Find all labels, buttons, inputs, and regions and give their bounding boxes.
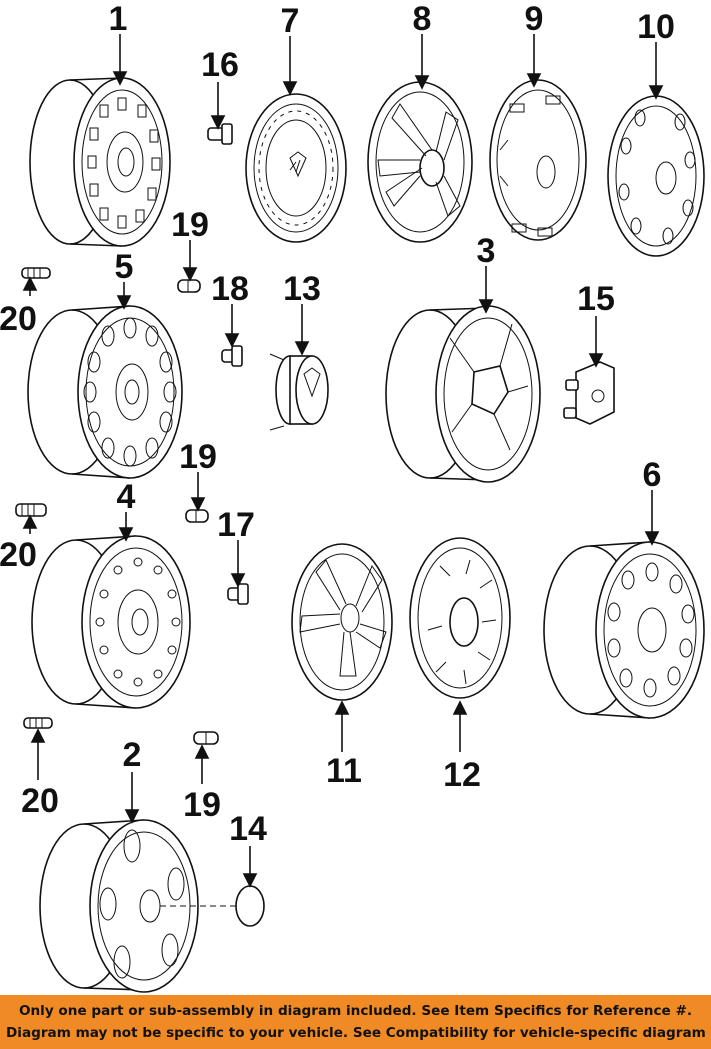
callout-3: 3 [477, 232, 496, 270]
wheel-cover-7 [245, 93, 347, 243]
valve-19-bottom [193, 731, 219, 745]
wheel-cover-10 [607, 95, 705, 257]
valve-19-mid [185, 509, 209, 523]
lug-bolt-20-top [21, 267, 51, 279]
callout-9: 9 [525, 0, 544, 38]
callout-20-top: 20 [0, 300, 37, 338]
callout-numbers: 1 7 8 9 10 16 19 5 20 18 13 3 15 19 4 20… [0, 0, 675, 848]
wheel-2 [39, 819, 236, 993]
lug-bolt-20-mid [15, 503, 47, 517]
disclaimer-banner: Only one part or sub-assembly in diagram… [0, 995, 711, 1049]
callout-5: 5 [115, 248, 134, 286]
callout-4: 4 [117, 478, 136, 516]
callout-13: 13 [283, 270, 321, 308]
callout-19-mid: 19 [179, 438, 217, 476]
callout-20-bottom: 20 [21, 782, 59, 820]
wheel-cover-11 [291, 543, 393, 701]
callout-6: 6 [643, 456, 662, 494]
leader-lines [22, 34, 664, 888]
valve-19-top [177, 279, 201, 293]
callout-19-bottom: 19 [183, 786, 221, 824]
callout-10: 10 [637, 8, 675, 46]
center-cap-13 [269, 353, 329, 431]
wheel-1 [29, 77, 171, 247]
callout-20-mid: 20 [0, 536, 37, 574]
callout-2: 2 [123, 736, 142, 774]
valve-18 [221, 345, 243, 367]
disclaimer-line-1: Only one part or sub-assembly in diagram… [18, 1003, 693, 1019]
callout-19-top: 19 [171, 206, 209, 244]
valve-17 [227, 583, 249, 605]
disclaimer-line-2: Diagram may not be specific to your vehi… [6, 1025, 705, 1041]
callout-7: 7 [281, 2, 300, 40]
wheel-3 [385, 305, 541, 483]
wheel-4 [31, 535, 191, 709]
callout-12: 12 [443, 756, 481, 794]
wheel-cover-9 [489, 79, 587, 241]
wheel-cover-8 [367, 81, 473, 243]
callout-1: 1 [109, 0, 128, 38]
cap-14 [235, 885, 265, 927]
wheel-5 [27, 305, 183, 479]
valve-stem-16 [207, 123, 233, 145]
wheel-6 [543, 541, 705, 719]
lug-bolt-20-bottom [23, 717, 53, 729]
callout-17: 17 [217, 506, 255, 544]
callout-11: 11 [326, 752, 362, 790]
callout-18: 18 [211, 270, 249, 308]
callout-14: 14 [229, 810, 267, 848]
wheel-cover-12 [409, 537, 511, 699]
callout-8: 8 [413, 0, 432, 38]
wheel-parts-diagram: 1 7 8 9 10 16 19 5 20 18 13 3 15 19 4 20… [0, 0, 705, 993]
cap-bracket-15 [563, 361, 615, 425]
callout-15: 15 [577, 280, 615, 318]
callout-16: 16 [201, 46, 239, 84]
